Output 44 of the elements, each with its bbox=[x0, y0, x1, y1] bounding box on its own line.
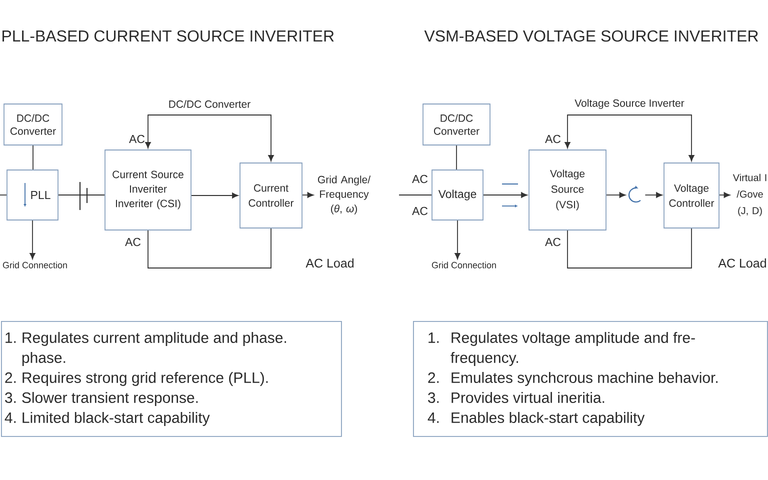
block-box: PLL bbox=[6, 170, 58, 220]
numbered-list-box: 1. Regulates voltage amplitude and fre- frequency. 2. Emulates synchcrous machine behavior. 3. Provides virtual ineritia. 4. Enables black-start capability bbox=[413, 321, 768, 437]
port-label: AC bbox=[129, 134, 145, 144]
connection-label: Grid Connection bbox=[2, 262, 67, 268]
arrow bbox=[483, 192, 528, 198]
arrow bbox=[606, 192, 626, 198]
edge-label: DC/DC Converter bbox=[167, 99, 252, 109]
load-label: AC Load bbox=[306, 258, 354, 268]
connector-line bbox=[58, 194, 105, 196]
feedback-arrow bbox=[145, 114, 274, 162]
circular-arrow-icon bbox=[628, 186, 641, 203]
block-box: Voltage Controller bbox=[664, 162, 720, 228]
edge-label: Voltage Source Inverter bbox=[574, 98, 686, 110]
output-label: Grid Angle/ Frequency (θ, ω) bbox=[318, 176, 371, 214]
feedback-line bbox=[148, 228, 272, 268]
port-label: AC bbox=[412, 206, 428, 216]
arrow bbox=[30, 220, 36, 260]
arrow bbox=[191, 192, 238, 198]
connector-line bbox=[398, 194, 432, 196]
block-box: DC/DC Converter bbox=[422, 104, 490, 146]
block-box: Current Source Inveriter Inveriter (CSI) bbox=[104, 150, 192, 230]
load-label: AC Load bbox=[718, 258, 766, 268]
arrow bbox=[302, 192, 314, 198]
arrow bbox=[644, 192, 662, 198]
connector-line bbox=[456, 145, 457, 170]
connector-line bbox=[0, 194, 7, 196]
feedback-line bbox=[567, 228, 692, 268]
connector-line bbox=[32, 145, 34, 170]
arrow bbox=[719, 192, 730, 198]
feedback-arrow bbox=[564, 114, 694, 162]
arrow bbox=[454, 220, 460, 260]
port-label: AC bbox=[412, 174, 428, 184]
numbered-list-box: 1. Regulates current amplitude and phase. phase. 2. Requires strong grid reference (PLL). 3. Slower transient response. 4. Limited black-start capability bbox=[1, 321, 342, 437]
connection-label: Grid Connection bbox=[432, 262, 496, 268]
block-box: Voltage bbox=[432, 170, 484, 220]
port-label: AC bbox=[545, 134, 561, 144]
panel-title: VSM-BASED VOLTAGE SOURCE INVERITER bbox=[424, 30, 758, 42]
block-box: DC/DC Converter bbox=[4, 104, 62, 146]
panel-title: PLL-BASED CURRENT SOURCE INVERITER bbox=[2, 30, 334, 42]
block-box: Current Controller bbox=[240, 162, 302, 228]
port-label: AC bbox=[125, 238, 141, 246]
port-label: AC bbox=[545, 238, 561, 246]
block-box: Voltage Source (VSI) bbox=[528, 150, 606, 230]
output-label: Virtual I /Gove (J, D) bbox=[732, 174, 766, 216]
